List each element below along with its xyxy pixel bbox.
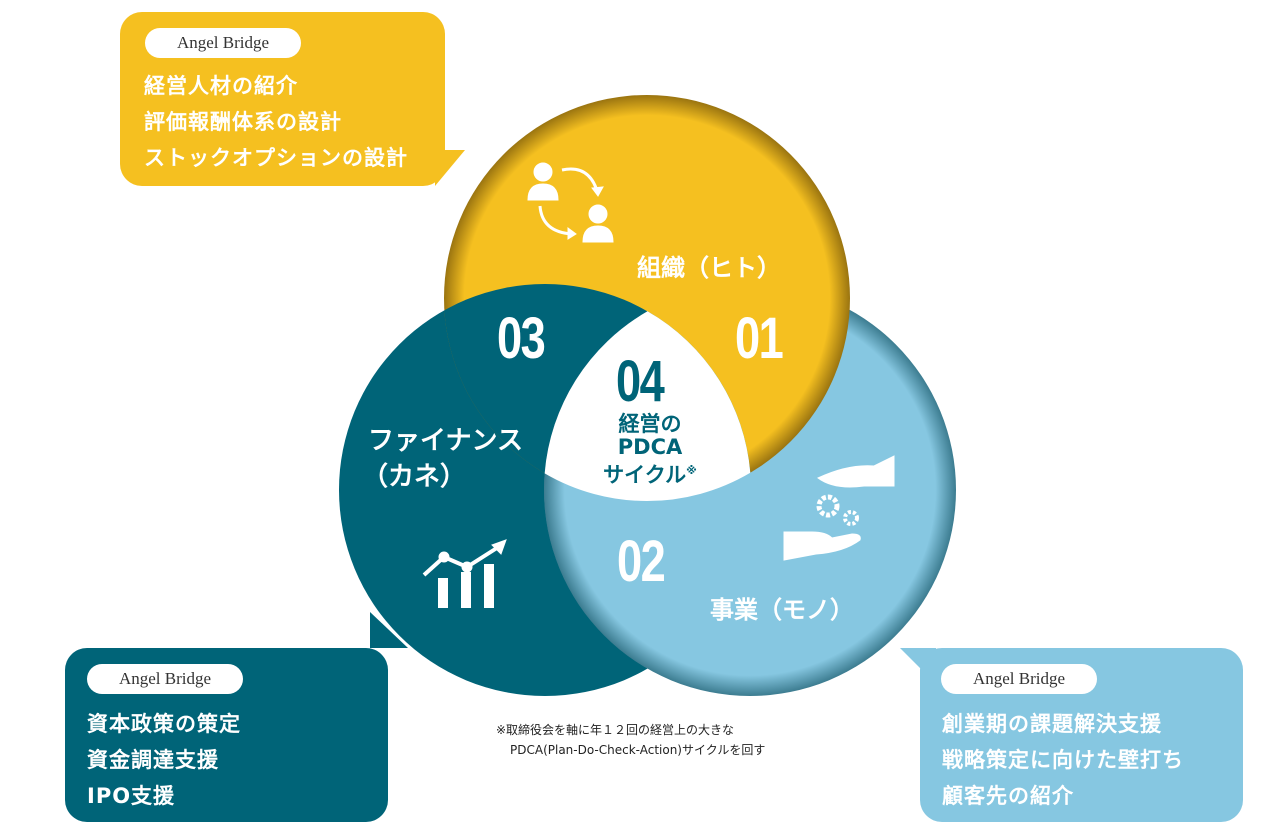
- callout-lines: 創業期の課題解決支援 戦略策定に向けた壁打ち 顧客先の紹介: [942, 706, 1184, 814]
- center-line-3: サイクル: [603, 463, 687, 487]
- callout-line: 顧客先の紹介: [942, 784, 1074, 808]
- business-number: 02: [617, 529, 666, 594]
- finance-number: 03: [497, 306, 546, 371]
- business-label: 事業（モノ）: [710, 596, 854, 624]
- center-line-3-wrap: サイクル※: [590, 459, 710, 487]
- people-number: 01: [735, 306, 784, 371]
- center-label: 経営の PDCA サイクル※: [590, 413, 710, 487]
- callout-badge: Angel Bridge: [87, 664, 243, 694]
- callout-line: 資本政策の策定: [87, 712, 241, 736]
- center-line-2: PDCA: [617, 435, 683, 459]
- center-note-mark: ※: [686, 464, 697, 477]
- business-callout: Angel Bridge 創業期の課題解決支援 戦略策定に向けた壁打ち 顧客先の…: [920, 648, 1243, 822]
- pdca-note: ※取締役会を軸に年１２回の経営上の大きな PDCA(Plan-Do-Check-…: [496, 720, 765, 760]
- note-line-2: PDCA(Plan-Do-Check-Action)サイクルを回す: [510, 743, 766, 757]
- business-callout-tail: [900, 648, 936, 684]
- growth-chart-icon: [422, 539, 507, 608]
- center-number: 04: [616, 349, 665, 414]
- note-line-1: ※取締役会を軸に年１２回の経営上の大きな: [496, 723, 735, 737]
- gears-hands-icon: [783, 455, 895, 561]
- finance-callout: Angel Bridge 資本政策の策定 資金調達支援 IPO支援: [65, 648, 388, 822]
- callout-lines: 資本政策の策定 資金調達支援 IPO支援: [87, 706, 241, 814]
- finance-label-2: （カネ）: [362, 462, 467, 492]
- callout-badge: Angel Bridge: [941, 664, 1097, 694]
- callout-line: 経営人材の紹介: [144, 74, 298, 98]
- callout-line: 資金調達支援: [87, 748, 219, 772]
- finance-callout-tail: [370, 612, 408, 648]
- callout-line: 戦略策定に向けた壁打ち: [942, 748, 1184, 772]
- people-label: 組織（ヒト）: [637, 254, 781, 282]
- callout-lines: 経営人材の紹介 評価報酬体系の設計 ストックオプションの設計: [144, 68, 408, 176]
- people-callout-tail: [435, 150, 465, 186]
- callout-line: 創業期の課題解決支援: [942, 712, 1162, 736]
- callout-badge: Angel Bridge: [145, 28, 301, 58]
- callout-line: IPO支援: [87, 784, 176, 808]
- callout-line: 評価報酬体系の設計: [144, 110, 342, 134]
- center-line-1: 経営の: [618, 412, 682, 436]
- people-callout: Angel Bridge 経営人材の紹介 評価報酬体系の設計 ストックオプション…: [120, 12, 445, 186]
- finance-label-1: ファイナンス: [368, 426, 523, 456]
- people-cycle-icon: [527, 162, 614, 243]
- callout-line: ストックオプションの設計: [144, 146, 408, 170]
